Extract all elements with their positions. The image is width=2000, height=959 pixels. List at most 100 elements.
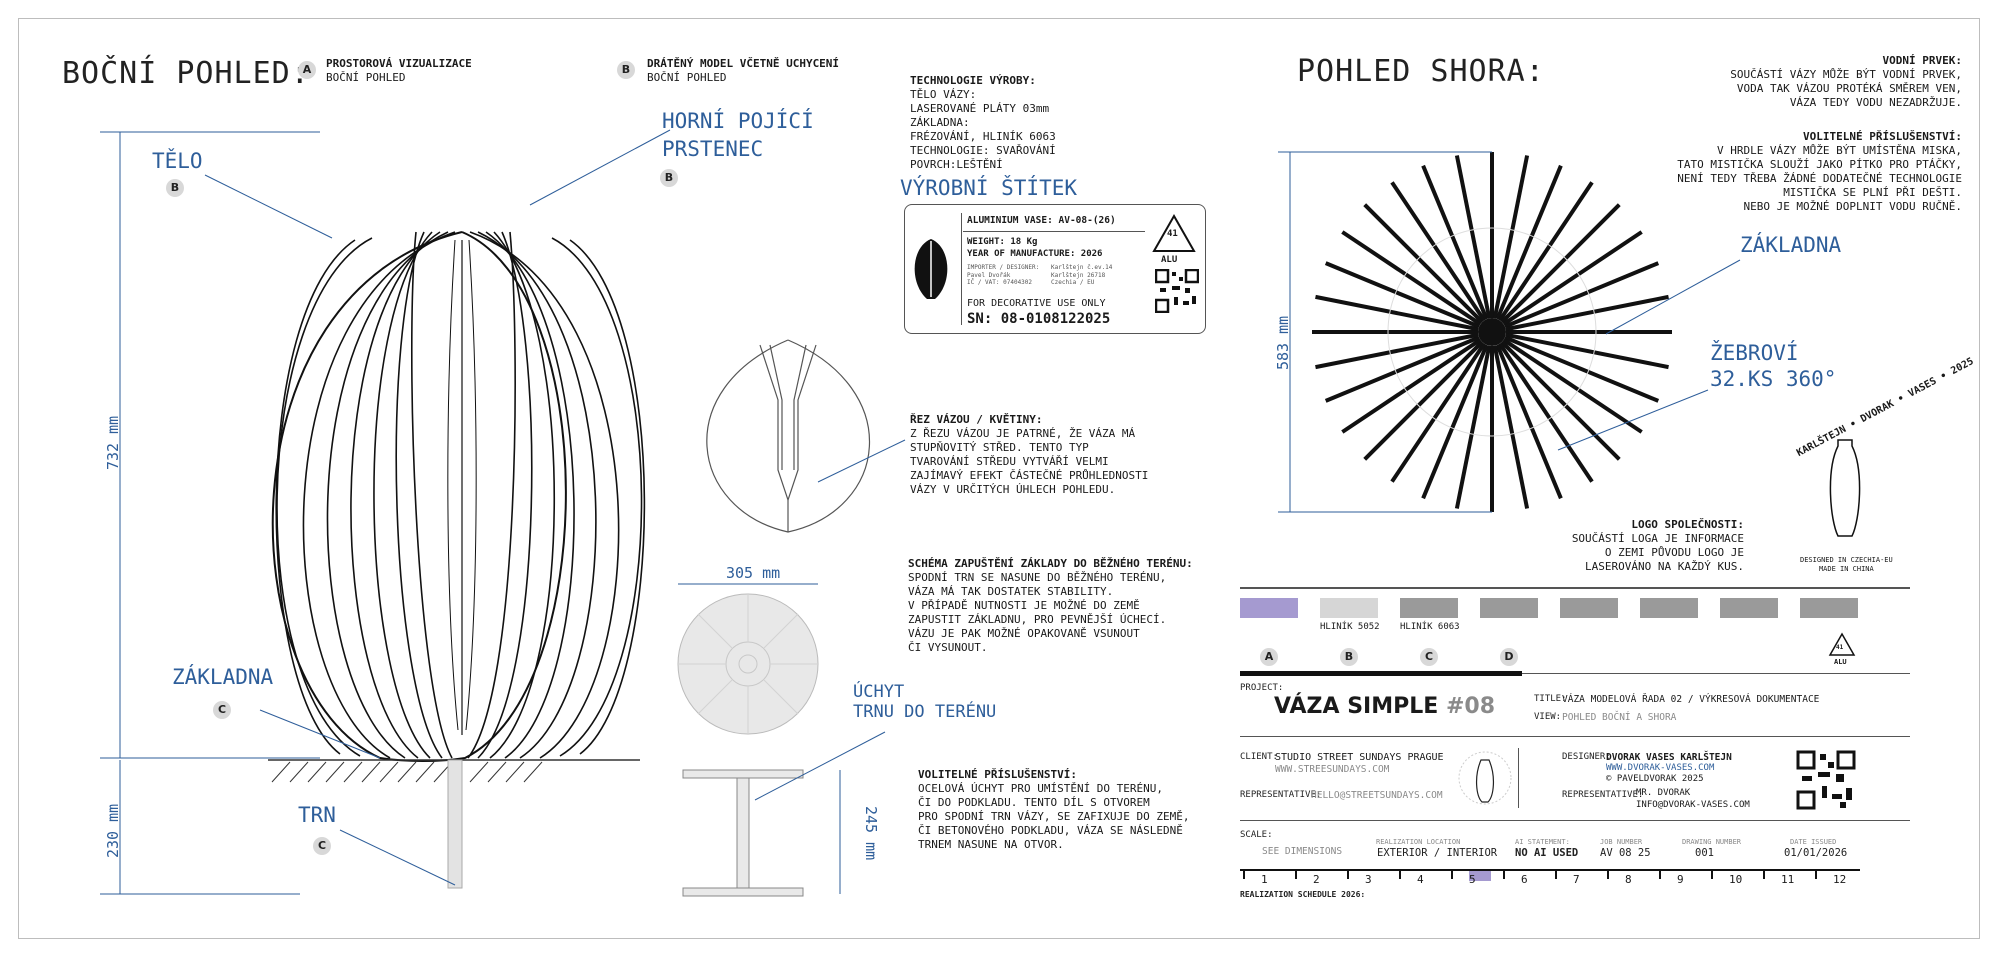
rib-line (1495, 344, 1563, 500)
nameplate-weight: WEIGHT: 18 Kg (967, 237, 1038, 247)
label-spike-badge: C (313, 837, 331, 855)
base-disc-drawing (677, 583, 819, 735)
designer-rep-label: REPRESENTATIVE: (1562, 790, 1644, 800)
label-body-tag: B (166, 176, 184, 197)
material-letter: D (1500, 645, 1518, 666)
accessory-body: V HRDLE VÁZY MŮŽE BÝT UMÍSTĚNA MISKA, TA… (1677, 144, 1962, 213)
view-label: VIEW: (1534, 712, 1562, 722)
tech-heading: TECHNOLOGIE VÝROBY: (910, 74, 1036, 87)
materials-recycle-icon (1828, 632, 1856, 656)
date-label: DATE ISSUED (1790, 838, 1837, 846)
top-dim: 583 mm (1274, 315, 1292, 370)
rib-line (1498, 342, 1594, 483)
title-block-logo (1458, 751, 1512, 805)
schedule-tick (1503, 869, 1505, 879)
top-label-ribs-2: 32.KS 360° (1710, 367, 1837, 391)
schedule-tick (1711, 869, 1713, 879)
material-swatch (1240, 598, 1298, 618)
location-label: REALIZATION LOCATION (1376, 838, 1461, 846)
label-body-badge: B (166, 179, 184, 197)
rib-line (1363, 340, 1484, 461)
rib-line (1315, 332, 1479, 370)
rib-line (1492, 345, 1530, 509)
material-label: HLINÍK 5052 (1320, 622, 1380, 632)
label-base-tag: C (213, 698, 231, 719)
legend-b-badge: B (617, 61, 635, 79)
material-swatch (1640, 598, 1698, 618)
spike-shape (447, 759, 463, 889)
title-block-rule-3 (1240, 820, 1910, 821)
location-value: EXTERIOR / INTERIOR (1377, 847, 1498, 859)
side-view-title: BOČNÍ POHLED: (62, 56, 310, 91)
schedule-month: 6 (1521, 873, 1528, 886)
tech-body: TĚLO VÁZY: LASEROVANÉ PLÁTY 03mm ZÁKLADN… (910, 88, 1056, 171)
nameplate-serial: SN: 08-0108122025 (967, 311, 1111, 327)
rib-line (1341, 230, 1482, 326)
drawing-frame (18, 18, 1980, 939)
schedule-tick (1451, 869, 1453, 879)
project-name-wrap: VÁZA SIMPLE #08 (1274, 694, 1495, 719)
material-badge: A (1260, 648, 1278, 666)
rib-line (1454, 155, 1492, 319)
client-rep-label: REPRESENTATIVE: (1240, 790, 1322, 800)
mount-heading: VOLITELNÉ PŘÍSLUŠENSTVÍ: (918, 768, 1077, 781)
rib-line (1504, 261, 1660, 329)
schedule-month: 7 (1573, 873, 1580, 886)
legend-a-title: PROSTOROVÁ VIZUALIZACE (326, 57, 472, 70)
label-base-badge: C (213, 701, 231, 719)
legend-a-badge: A (298, 61, 316, 79)
client-rep-value: HELLO@STREETSUNDAYS.COM (1311, 790, 1443, 801)
schedule-tick (1399, 869, 1401, 879)
base-dim: 305 mm (726, 564, 781, 582)
legend-b: B (617, 58, 635, 79)
rib-line (1492, 155, 1530, 319)
rib-line (1315, 294, 1479, 332)
material-swatch (1800, 598, 1858, 618)
legend-a-sub: BOČNÍ POHLED (326, 71, 406, 84)
rib-line (1421, 344, 1489, 500)
title-label: TITLE: (1534, 694, 1567, 704)
rib-line (1454, 345, 1492, 509)
rib-line (1505, 332, 1669, 370)
top-label-base: ZÁKLADNA (1740, 233, 1842, 257)
rib-line (1495, 164, 1563, 320)
rib-line (1390, 342, 1486, 483)
rib-line (1324, 261, 1480, 329)
label-ring-1: HORNÍ POJÍCÍ (662, 109, 814, 133)
designer-web[interactable]: WWW.DVORAK-VASES.COM (1606, 763, 1715, 773)
material-badge: C (1420, 648, 1438, 666)
nameplate-card: ALUMINIUM VASE: AV-08-(26) WEIGHT: 18 Kg… (904, 204, 1206, 334)
top-label-ribs-1: ŽEBROVÍ (1710, 341, 1799, 365)
rib-line (1504, 335, 1660, 403)
title-block-divider (1518, 748, 1519, 808)
mount-body: OCELOVÁ ÚCHYT PRO UMÍSTĚNÍ DO TERÉNU, ČI… (918, 782, 1190, 851)
base-scheme-body: SPODNÍ TRN SE NASUNE DO BĚŽNÉHO TERÉNU, … (908, 571, 1167, 654)
rib-line (1500, 203, 1621, 324)
top-view-ribs (1312, 152, 1672, 512)
designer-rep-name: MR. DVORAK (1636, 788, 1691, 798)
title-block-rule-2 (1240, 736, 1910, 737)
mount-label-1: ÚCHYT (853, 682, 905, 702)
material-badge: B (1340, 648, 1358, 666)
label-base: ZÁKLADNA (172, 665, 274, 689)
water-body: SOUČÁSTÍ VÁZY MŮŽE BÝT VODNÍ PRVEK, VODA… (1730, 68, 1962, 109)
side-dimensions (100, 129, 671, 895)
job-label: JOB NUMBER (1600, 838, 1643, 846)
schedule-month: 11 (1781, 873, 1795, 886)
project-number: #08 (1445, 694, 1496, 719)
schedule-month: 3 (1365, 873, 1372, 886)
nameplate-qr-code (1155, 269, 1199, 313)
company-logo (1829, 439, 1861, 537)
ai-label: AI STATEMENT: (1515, 838, 1570, 846)
schedule-tick (1607, 869, 1609, 879)
nameplate-model: ALUMINIUM VASE: AV-08-(26) (967, 215, 1116, 226)
top-view-dimensions (1278, 151, 1741, 513)
logo-caption: DESIGNED IN CZECHIA-EU MADE IN CHINA (1800, 556, 1893, 573)
drawing-value: 001 (1695, 847, 1714, 859)
rib-line (1390, 181, 1486, 322)
logo-body: SOUČÁSTÍ LOGA JE INFORMACE O ZEMI PŮVODU… (1571, 532, 1744, 573)
accessory-heading: VOLITELNÉ PŘÍSLUŠENSTVÍ: (1803, 130, 1962, 143)
designer-copy: © PAVELDVORAK 2025 (1606, 774, 1704, 784)
